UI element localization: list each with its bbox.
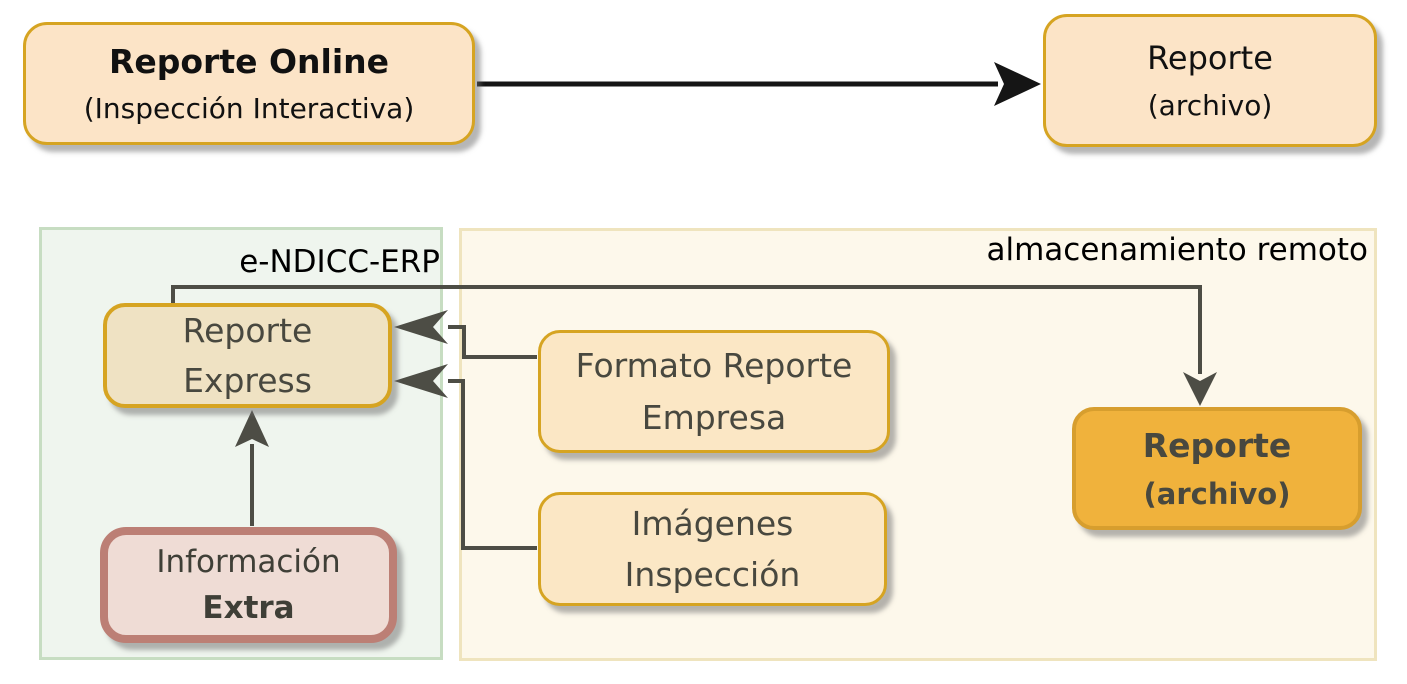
node-reporte-online-title: Reporte Online xyxy=(108,42,390,82)
node-reporte-archivo-remote-line1: Reporte xyxy=(1142,426,1292,466)
node-informacion-extra-line2: Extra xyxy=(202,590,295,626)
node-reporte-archivo-top-subtitle: (archivo) xyxy=(1147,88,1273,122)
node-reporte-online-subtitle: (Inspección Interactiva) xyxy=(83,92,415,126)
node-imagenes-inspeccion: Imágenes Inspección xyxy=(538,492,887,606)
erp-container-label: e-NDICC-ERP xyxy=(239,244,440,280)
node-informacion-extra: Información Extra xyxy=(100,527,397,643)
node-imagenes-line2: Inspección xyxy=(624,555,801,594)
node-reporte-archivo-remote: Reporte (archivo) xyxy=(1072,407,1362,530)
node-reporte-express-line1: Reporte xyxy=(182,311,313,350)
node-imagenes-line1: Imágenes xyxy=(631,503,794,543)
node-formato-line2: Empresa xyxy=(641,397,787,437)
node-formato-line1: Formato Reporte xyxy=(575,346,853,386)
node-informacion-extra-line1: Información xyxy=(156,543,341,580)
remote-storage-label: almacenamiento remoto xyxy=(986,232,1369,268)
node-reporte-express: Reporte Express xyxy=(103,303,392,408)
node-reporte-archivo-remote-line2: (archivo) xyxy=(1143,476,1291,511)
node-reporte-express-line2: Express xyxy=(183,360,312,400)
node-formato-reporte-empresa: Formato Reporte Empresa xyxy=(538,330,890,453)
arrowhead-online-to-file xyxy=(994,62,1041,106)
node-reporte-archivo-top-title: Reporte xyxy=(1147,39,1273,77)
node-reporte-archivo-top: Reporte (archivo) xyxy=(1043,14,1377,147)
node-reporte-online: Reporte Online (Inspección Interactiva) xyxy=(23,22,475,145)
